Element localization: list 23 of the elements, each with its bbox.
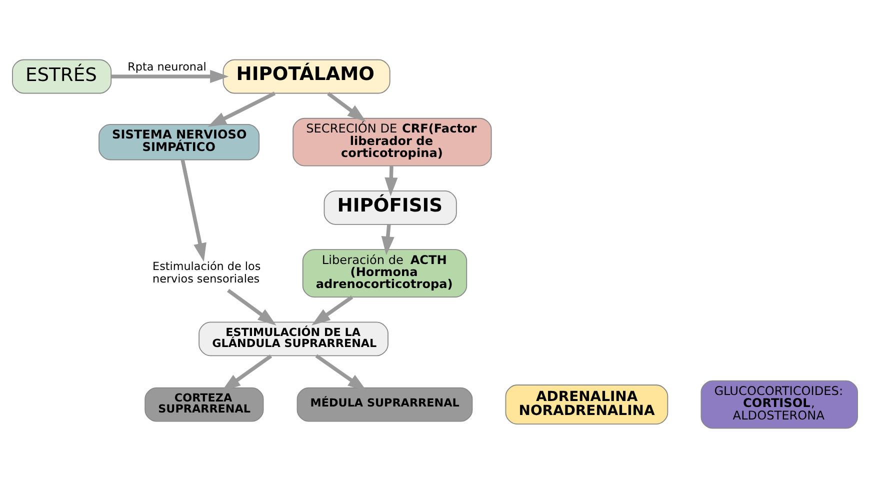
node-box: Liberación de ACTH (Hormona adrenocorticotropa): [302, 248, 468, 298]
arrow: [327, 92, 366, 122]
node-box: ESTIMULACIÓN DE LA GLÁNDULA SUPRARRENAL: [198, 321, 388, 356]
node-text: Estimulación de los nervios sensoriales: [152, 260, 261, 285]
arrow: [315, 354, 367, 390]
arrow: [312, 295, 354, 325]
node-box: HIPÓFISIS: [324, 190, 457, 224]
node-box: ADRENALINA NORADRENALINA: [505, 384, 668, 424]
node-box: SISTEMA NERVIOSO SIMPÁTICO: [98, 123, 260, 160]
arrow: [111, 69, 229, 83]
arrow: [381, 224, 394, 255]
arrow: [222, 354, 272, 391]
node-box: MÉDULA SUPRARRENAL: [296, 386, 473, 422]
arrow: [208, 91, 276, 126]
node-box: CORTEZA SUPRARRENAL: [144, 386, 264, 422]
arrow: [384, 165, 398, 196]
node-box: HIPOTÁLAMO: [222, 58, 390, 94]
node-box: ESTRÉS: [12, 58, 112, 94]
edge-label: Rpta neuronal: [128, 60, 206, 74]
node-box: GLUCOCORTICOIDES: CORTISOL, ALDOSTERONA: [700, 380, 858, 428]
arrow: [180, 159, 206, 262]
arrow: [227, 288, 276, 325]
node-box: SECRECIÓN DE CRF(Factor liberador de corticotropina): [292, 117, 492, 166]
